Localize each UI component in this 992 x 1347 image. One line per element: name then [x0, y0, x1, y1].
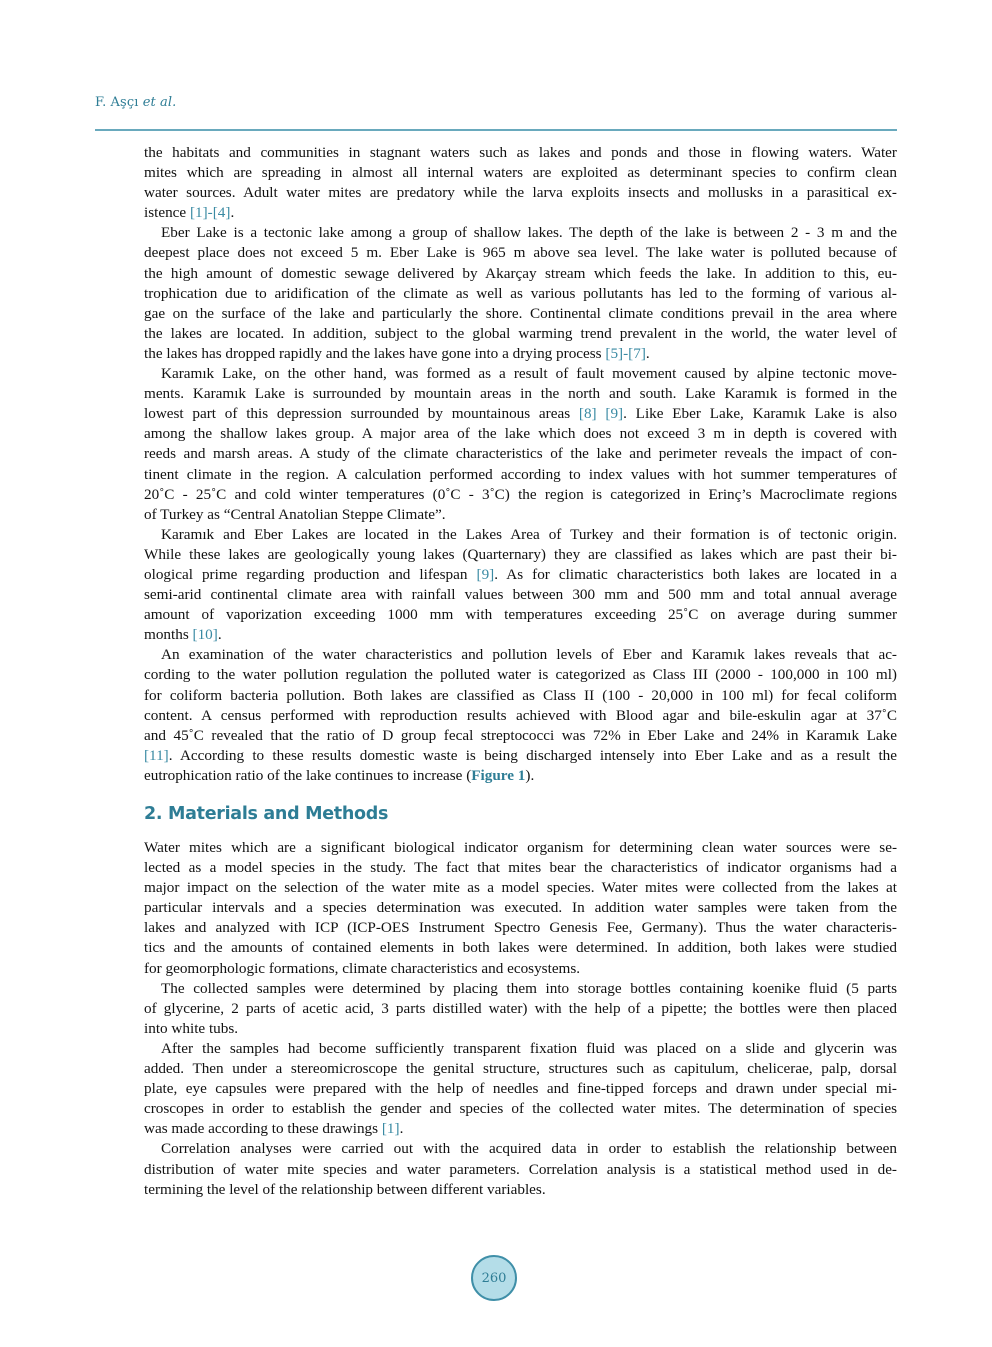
text-line: mites which are spreading in almost all … — [144, 164, 897, 182]
text-line: reeds and marsh areas. A study of the cl… — [144, 445, 897, 463]
running-head: F. Aşçı et al. — [95, 95, 176, 110]
text-line: After the samples had become sufficientl… — [161, 1039, 897, 1057]
header-rule — [95, 129, 897, 131]
text-line: ments. Karamık Lake is surrounded by mou… — [144, 385, 897, 403]
text-line: the lakes are located. In addition, subj… — [144, 324, 897, 342]
text-line: and 45˚C revealed that the ratio of D gr… — [144, 726, 897, 744]
text-line: [11]. According to these results domesti… — [144, 746, 897, 766]
section-heading-materials-methods: 2. Materials and Methods — [144, 804, 389, 824]
text-line: 20˚C - 25˚C and cold winter temperatures… — [144, 485, 897, 503]
text-line: While these lakes are geologically young… — [144, 545, 897, 563]
section-1-body: the habitats and communities in stagnant… — [144, 143, 897, 786]
text-segment: . According to these results domestic wa… — [168, 746, 897, 764]
citation-link[interactable]: [11] — [144, 746, 169, 764]
paragraph-pollution-levels: An examination of the water characterist… — [144, 645, 897, 786]
text-line: Correlation analyses were carried out wi… — [161, 1140, 897, 1158]
text-line: for geomorphologic formations, climate c… — [144, 959, 581, 977]
paragraph-correlation-analysis: Correlation analyses were carried out wi… — [144, 1139, 897, 1199]
text-segment: . — [217, 626, 222, 644]
text-line: water sources. Adult water mites are pre… — [144, 184, 897, 202]
text-line: tinent climate in the region. A calculat… — [144, 465, 897, 483]
text-line: was made according to these drawings [1]… — [144, 1119, 897, 1139]
citation-link[interactable]: [9] — [476, 565, 495, 583]
text-line: gae on the surface of the lake and parti… — [144, 304, 897, 322]
text-line: istence [1]-[4]. — [144, 203, 897, 223]
text-line: The collected samples were determined by… — [161, 979, 897, 997]
paragraph-karamik-lake: Karamık Lake, on the other hand, was for… — [144, 364, 897, 525]
text-segment: lowest part of this depression surrounde… — [144, 405, 579, 423]
text-line: of glycerine, 2 parts of acetic acid, 3 … — [144, 999, 897, 1017]
paragraph-microscopy: After the samples had become sufficientl… — [144, 1039, 897, 1139]
text-segment: was made according to these drawings — [144, 1120, 382, 1138]
text-line: major impact on the selection of the wat… — [144, 879, 897, 897]
text-line: ological prime regarding production and … — [144, 565, 897, 585]
text-line: for coliform bacteria pollution. Both la… — [144, 686, 897, 704]
text-segment: the lakes has dropped rapidly and the la… — [144, 344, 606, 362]
citation-link[interactable]: [10] — [192, 626, 218, 644]
text-segment: istence — [144, 204, 190, 222]
citation-link[interactable]: [1]-[4] — [189, 204, 231, 222]
text-line: semi-arid continental climate area with … — [144, 586, 897, 604]
text-line: tics and the amounts of contained elemen… — [144, 939, 897, 957]
running-head-author: F. Aşçı — [95, 95, 139, 110]
text-line: added. Then under a stereomicroscope the… — [144, 1060, 897, 1078]
citation-link[interactable]: [5]-[7] — [605, 344, 646, 362]
text-segment: . As for climatic characteristics both l… — [494, 565, 898, 583]
text-line: An examination of the water characterist… — [161, 646, 897, 664]
section-2-body: Water mites which are a significant biol… — [144, 838, 897, 1200]
text-line: termining the level of the relationship … — [144, 1180, 546, 1198]
text-line: lowest part of this depression surrounde… — [144, 404, 897, 424]
text-line: eutrophication ratio of the lake continu… — [144, 766, 897, 786]
text-line: the high amount of domestic sewage deliv… — [144, 264, 897, 282]
text-line: the habitats and communities in stagnant… — [144, 144, 897, 161]
text-segment: months — [144, 626, 193, 644]
text-line: months [10]. — [144, 625, 897, 645]
text-segment: ). — [525, 766, 535, 784]
text-line: of Turkey as “Central Anatolian Steppe C… — [144, 505, 446, 523]
text-line: plate, eye capsules were prepared with t… — [144, 1080, 897, 1098]
text-segment: . — [399, 1120, 404, 1138]
text-line: distribution of water mite species and w… — [144, 1160, 897, 1178]
figure-reference-link[interactable]: Figure 1 — [471, 766, 526, 784]
paragraph-water-mites-indicator: Water mites which are a significant biol… — [144, 838, 897, 979]
citation-link[interactable]: [9] — [605, 405, 624, 423]
text-segment: . — [230, 204, 235, 222]
citation-link[interactable]: [1] — [381, 1120, 400, 1138]
text-segment: eutrophication ratio of the lake continu… — [144, 766, 472, 784]
text-segment: . — [645, 344, 650, 362]
text-line: Karamık and Eber Lakes are located in th… — [161, 525, 897, 543]
text-line: lakes and analyzed with ICP (ICP-OES Ins… — [144, 919, 897, 937]
running-head-etal: et al. — [142, 95, 177, 110]
text-line: the lakes has dropped rapidly and the la… — [144, 344, 897, 364]
paragraph-eber-lake: Eber Lake is a tectonic lake among a gro… — [144, 223, 897, 364]
citation-link[interactable]: [8] — [578, 405, 597, 423]
text-line: Eber Lake is a tectonic lake among a gro… — [161, 224, 897, 242]
text-line: lected as a model species in the study. … — [144, 859, 897, 877]
text-line: Karamık Lake, on the other hand, was for… — [161, 365, 897, 383]
text-line: cording to the water pollution regulatio… — [144, 666, 897, 684]
text-segment: . Like Eber Lake, Karamık Lake is also — [623, 405, 898, 423]
text-line: Water mites which are a significant biol… — [144, 839, 897, 856]
page-number-badge: 260 — [471, 1255, 517, 1301]
paragraph-lakes-area: Karamık and Eber Lakes are located in th… — [144, 525, 897, 646]
text-line: trophication due to aridification of the… — [144, 284, 897, 302]
text-segment: ological prime regarding production and … — [144, 565, 477, 583]
text-line: deepest place does not exceed 5 m. Eber … — [144, 244, 897, 262]
text-line: into white tubs. — [144, 1019, 239, 1037]
text-line: particular intervals and a species deter… — [144, 899, 897, 917]
text-line: among the shallow lakes group. A major a… — [144, 425, 897, 443]
text-line: content. A census performed with reprodu… — [144, 706, 897, 724]
paragraph-habitats: the habitats and communities in stagnant… — [144, 143, 897, 223]
text-line: croscopes in order to establish the gend… — [144, 1100, 897, 1118]
paragraph-sample-storage: The collected samples were determined by… — [144, 979, 897, 1039]
text-line: amount of vaporization exceeding 1000 mm… — [144, 606, 897, 624]
